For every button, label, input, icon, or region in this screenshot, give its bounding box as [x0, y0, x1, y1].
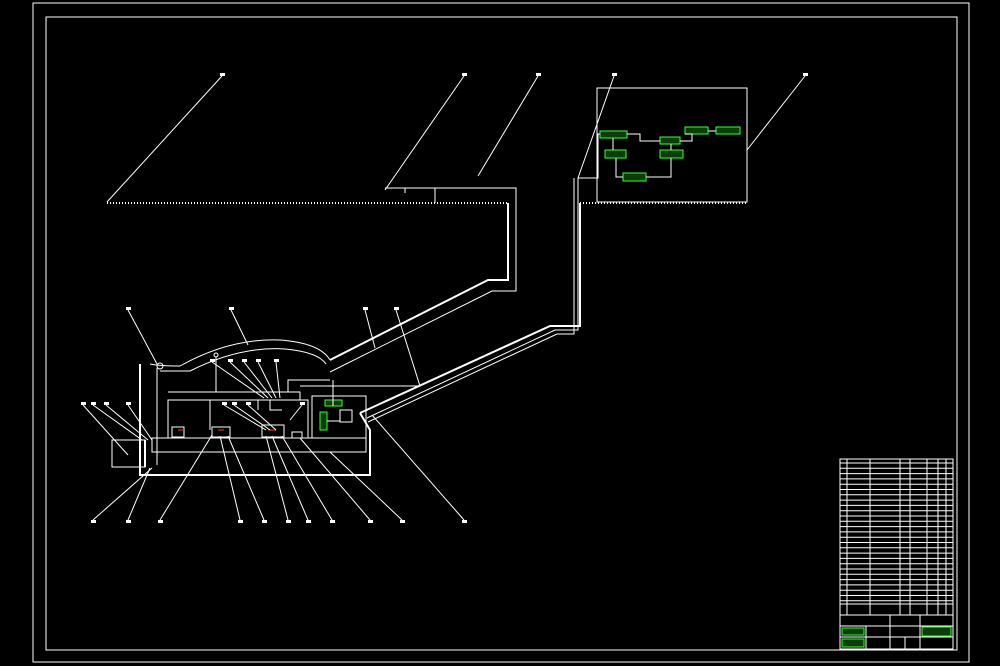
- gear-block-3: [261, 424, 285, 438]
- hoist-rope: [156, 357, 217, 465]
- control-block-5: [684, 126, 709, 135]
- control-cabinet-2: [319, 411, 328, 431]
- equipment-wiring: [168, 379, 340, 430]
- chamber-floor: [152, 412, 371, 476]
- machine-frame: [167, 399, 309, 439]
- gear-block-1: [171, 426, 185, 438]
- cable-surface-to-shaft-inner: [367, 178, 575, 423]
- control-block-2: [604, 149, 627, 159]
- surface-control-room: [596, 87, 748, 203]
- chamber-left-wall: [139, 364, 152, 476]
- parts-list-rows: [840, 462, 953, 602]
- pulley-roof: [213, 352, 219, 358]
- chamber-arch-roof: [149, 339, 331, 367]
- control-block-3: [659, 136, 681, 145]
- incline-roadway-upper: [329, 203, 509, 361]
- incline-roadway-lower: [359, 203, 581, 414]
- pulley-left: [156, 362, 164, 370]
- control-block-4: [659, 149, 684, 159]
- cable-branch: [404, 188, 436, 203]
- title-block: [839, 458, 954, 650]
- machine-base: [151, 437, 367, 453]
- cable-surface-to-shaft: [366, 177, 582, 419]
- leader-lines: [82, 75, 806, 521]
- leader-label-ticks: [81, 73, 808, 523]
- outer-border: [32, 2, 970, 663]
- gear-block-2: [211, 426, 231, 438]
- control-block-7: [622, 172, 647, 182]
- control-wiring: [582, 130, 716, 179]
- control-block-1: [599, 130, 628, 139]
- equipment-housing: [311, 395, 367, 439]
- inner-border: [45, 16, 958, 651]
- gear-block-4: [291, 431, 303, 439]
- control-block-6: [715, 126, 741, 135]
- chamber-arch-roof-inner: [160, 348, 327, 372]
- cable-surface-left: [329, 187, 517, 373]
- control-cabinet-3: [339, 409, 353, 423]
